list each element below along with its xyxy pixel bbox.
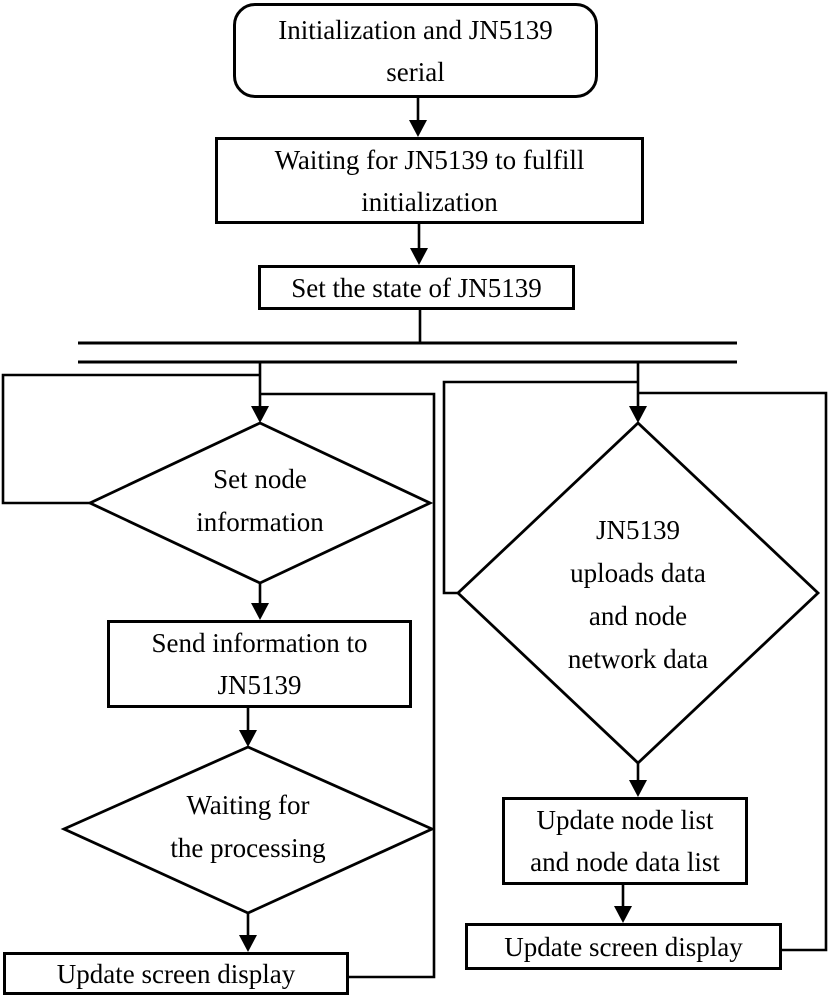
node-update-screen-left-label: Update screen display xyxy=(56,958,296,989)
arrowhead xyxy=(251,406,269,423)
node-update-screen-left: Update screen display xyxy=(3,952,349,995)
node-update-screen-right: Update screen display xyxy=(465,923,782,970)
node-initialization: Initialization and JN5139 serial xyxy=(233,3,598,98)
node-waiting-initialization: Waiting for JN5139 to fulfill initializa… xyxy=(215,137,644,224)
node-update-screen-right-label: Update screen display xyxy=(504,931,743,962)
arrowhead xyxy=(239,935,257,952)
arrowhead xyxy=(239,730,257,747)
node-initialization-label: Initialization and JN5139 serial xyxy=(278,14,553,87)
diamond-set-node-information-label: Set node information xyxy=(196,464,324,537)
diamond-jn5139-uploads-data-label: JN5139 uploads data and node network dat… xyxy=(567,515,709,674)
arrowhead xyxy=(629,780,647,797)
node-send-information: Send information to JN5139 xyxy=(107,620,412,708)
node-update-node-list: Update node list and node data list xyxy=(502,797,748,885)
arrowhead xyxy=(614,906,632,923)
diamond-waiting-for-processing-label: Waiting for the processing xyxy=(170,790,326,863)
node-update-node-list-label: Update node list and node data list xyxy=(530,805,720,877)
node-waiting-initialization-label: Waiting for JN5139 to fulfill initializa… xyxy=(274,144,585,217)
loop-left-branch xyxy=(260,392,436,979)
node-set-state: Set the state of JN5139 xyxy=(258,265,575,310)
loop-uploadsdata xyxy=(442,380,638,595)
node-set-state-label: Set the state of JN5139 xyxy=(291,272,542,303)
diamond-set-node-information xyxy=(86,421,434,585)
loop-setnodeinfo xyxy=(1,373,260,505)
diamond-jn5139-uploads-data xyxy=(455,421,821,765)
loop-right-branch xyxy=(638,391,828,952)
arrowhead xyxy=(410,248,428,265)
diamond-waiting-for-processing xyxy=(60,745,436,915)
arrowhead xyxy=(629,406,647,423)
arrowhead xyxy=(409,120,427,137)
node-send-information-label: Send information to JN5139 xyxy=(151,628,368,700)
arrowhead xyxy=(251,603,269,620)
